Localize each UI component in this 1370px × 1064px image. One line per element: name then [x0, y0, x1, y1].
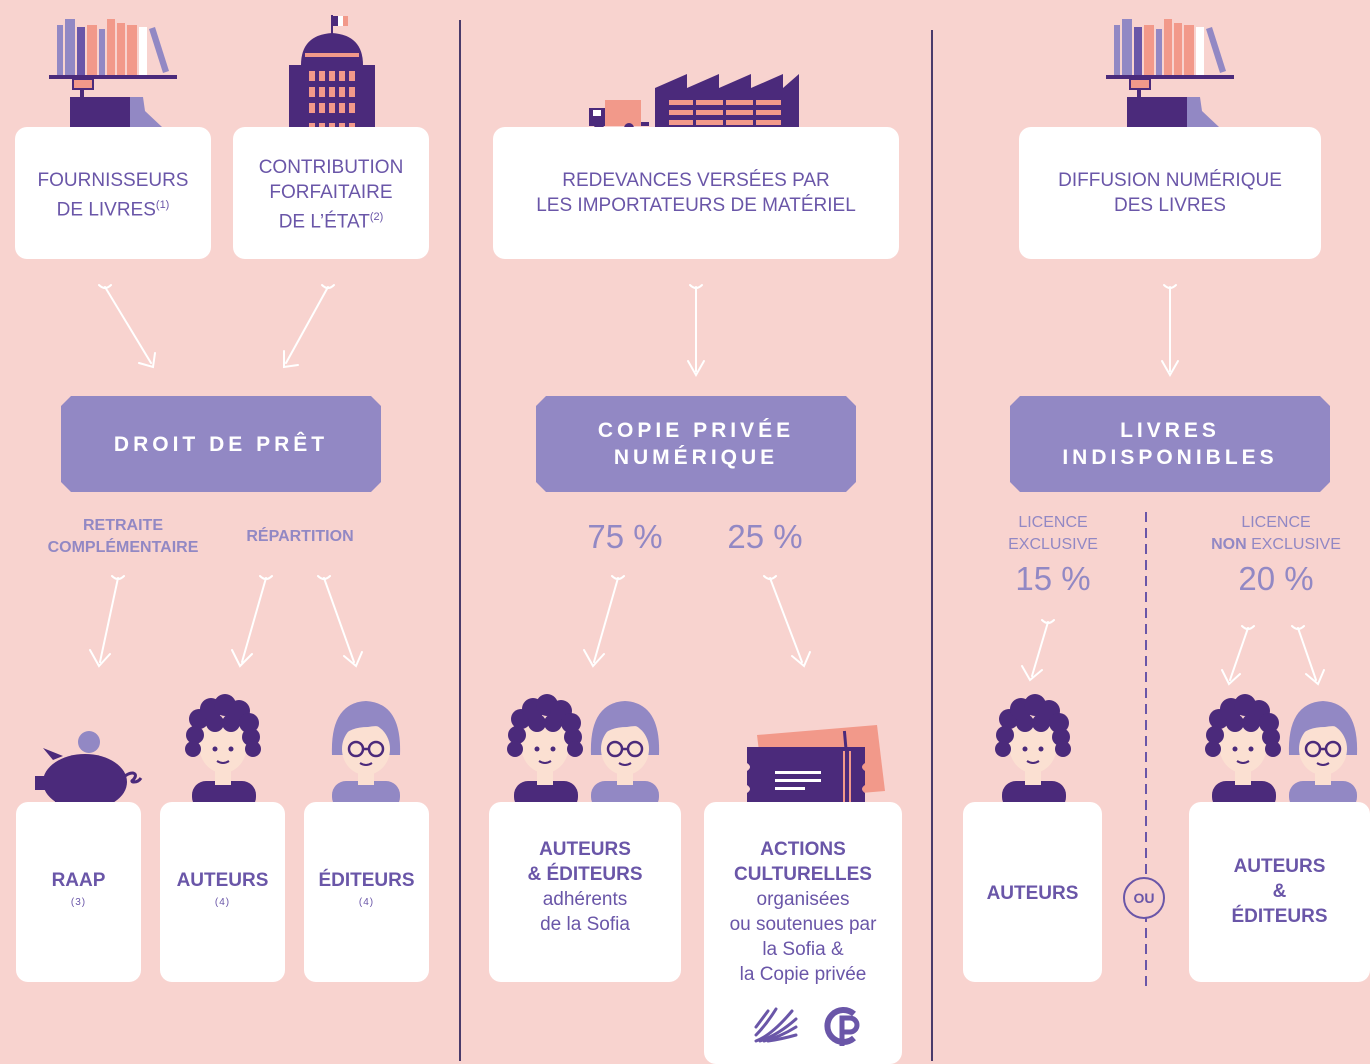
source-box	[1019, 127, 1321, 259]
arrow	[283, 284, 335, 369]
author-icon	[995, 694, 1071, 811]
arrow	[1291, 625, 1325, 686]
target-auteurs-label: AUTEURS	[986, 883, 1079, 904]
heading-droit-de-pret: DROIT DE PRÊT	[61, 396, 381, 492]
percentage-20: 20 %	[1238, 560, 1314, 597]
target-raap-label: RAAP	[51, 870, 106, 891]
target-box	[16, 802, 141, 982]
column-divider	[459, 20, 461, 1061]
target-box	[963, 802, 1102, 982]
author-publisher-icon	[507, 694, 660, 811]
percentage-25: 25 %	[727, 518, 803, 555]
author-icon	[185, 694, 261, 811]
copie-privee-logo-icon	[824, 1007, 860, 1046]
factory-truck-icon	[585, 74, 815, 137]
arrow	[98, 284, 156, 369]
target-actions-culturelles: ACTIONS CULTURELLES organisées ou souten…	[729, 839, 877, 985]
target-box	[304, 802, 429, 982]
arrow	[687, 284, 705, 378]
author-publisher-icon	[1205, 694, 1358, 811]
target-auteurs-editeurs: AUTEURS & ÉDITEURS	[1231, 856, 1328, 927]
source-box	[493, 127, 899, 259]
column-divider	[931, 30, 933, 1061]
target-box	[704, 802, 902, 1064]
percentage-15: 15 %	[1015, 560, 1091, 597]
target-auteurs-editeurs-adherents: AUTEURS & ÉDITEURS adhérents de la Sofia	[527, 839, 643, 935]
target-box	[1189, 802, 1370, 982]
publisher-icon	[331, 701, 401, 811]
source-state-contribution: CONTRIBUTION FORFAITAIRE DE L’ÉTAT(2)	[258, 157, 404, 233]
arrow	[1021, 619, 1055, 682]
target-box	[489, 802, 681, 982]
source-box	[15, 127, 211, 259]
percentage-75: 75 %	[587, 518, 663, 555]
or-label: OU	[1133, 890, 1155, 906]
or-badge: OU	[1123, 877, 1165, 919]
heading-livres-indisponibles: LIVRES INDISPONIBLES	[1010, 396, 1330, 492]
arrow	[1221, 625, 1255, 686]
sofia-logo-icon	[754, 1007, 798, 1043]
target-auteurs-label: AUTEURS	[176, 870, 269, 891]
source-box	[233, 127, 429, 259]
target-editeurs-note: (4)	[358, 897, 375, 908]
target-editeurs-label: ÉDITEURS	[318, 870, 415, 891]
bookshelf-icon	[1106, 19, 1234, 139]
arrow	[89, 575, 125, 668]
government-building-icon	[289, 15, 375, 139]
arrow	[583, 575, 625, 668]
heading-copie-privee: COPIE PRIVÉE NUMÉRIQUE	[536, 396, 856, 492]
tickets-icon	[747, 725, 885, 809]
target-box	[160, 802, 285, 982]
label-repartition: RÉPARTITION	[246, 528, 354, 545]
arrow	[317, 575, 363, 668]
source-suppliers: FOURNISSEURS DE LIVRES(1)	[37, 170, 189, 221]
bookshelf-icon	[49, 19, 177, 139]
arrow	[231, 575, 273, 668]
target-auteurs-note: (4)	[214, 897, 231, 908]
target-raap-note: (3)	[70, 897, 87, 908]
arrow	[763, 575, 811, 668]
arrow	[1161, 284, 1179, 378]
